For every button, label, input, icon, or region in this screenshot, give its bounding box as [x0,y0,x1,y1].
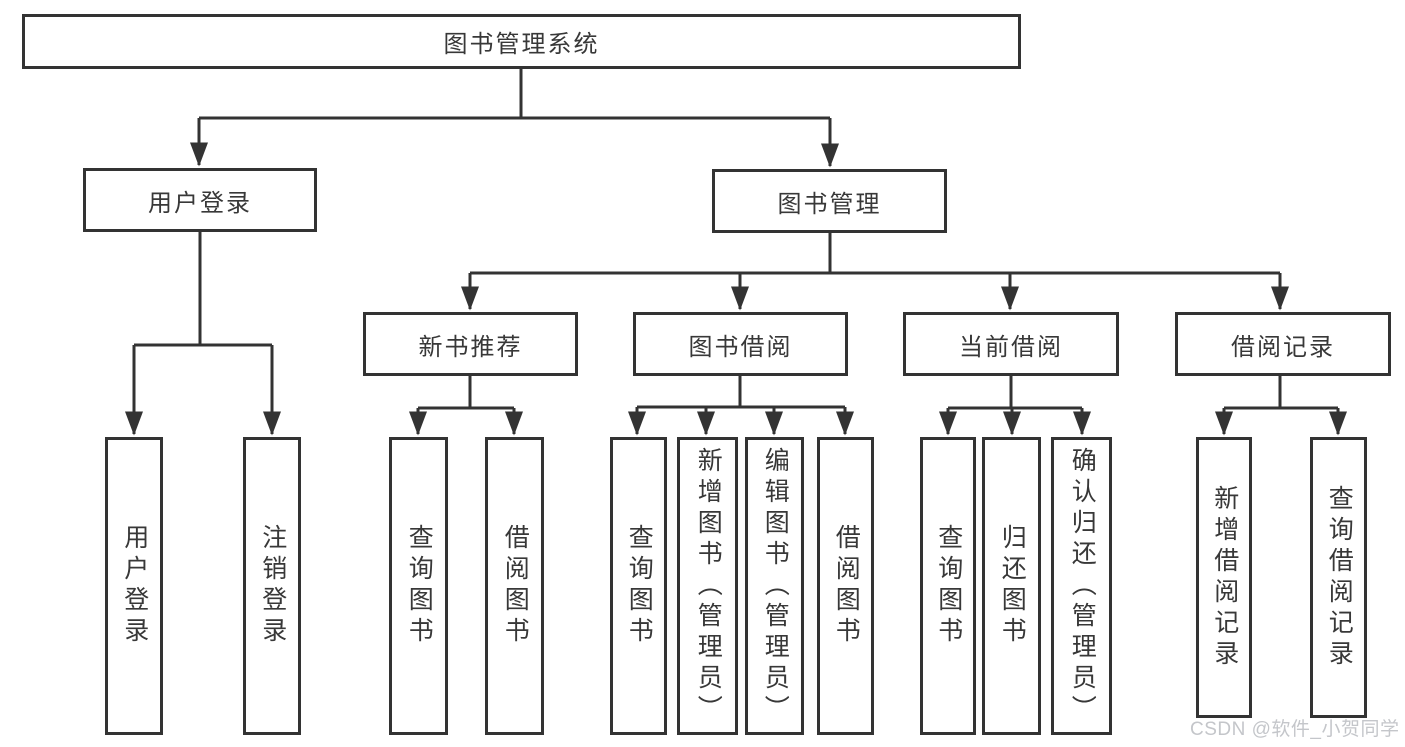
leaf-logout-label: 注销登录 [258,524,287,648]
node-new-book-recommend-label: 新书推荐 [418,333,523,361]
node-current-borrow: 当前借阅 [903,312,1119,376]
csdn-watermark: CSDN @软件_小贺同学 [1190,719,1400,740]
node-root-label: 图书管理系统 [443,31,600,58]
node-current-borrow-label: 当前借阅 [959,333,1063,361]
leaf-borrow-books: 借阅图书 [817,437,874,735]
leaf-return-books-label: 归还图书 [998,524,1027,648]
leaf-confirm-return-admin-label: 确认归还（管理员） [1068,446,1097,726]
leaf-edit-books-admin: 编辑图书（管理员） [745,437,804,735]
node-new-book-recommend: 新书推荐 [363,312,578,376]
leaf-user-login: 用户登录 [105,437,163,735]
leaf-borrow-books-recommend-label: 借阅图书 [501,524,530,648]
node-book-management: 图书管理 [712,169,947,233]
node-root: 图书管理系统 [22,14,1021,69]
leaf-edit-books-admin-label: 编辑图书（管理员） [761,446,790,726]
leaf-logout: 注销登录 [243,437,301,735]
leaf-query-books-borrow: 查询图书 [610,437,667,735]
leaf-query-books-current: 查询图书 [920,437,976,735]
leaf-query-books-recommend-label: 查询图书 [405,524,434,648]
leaf-borrow-books-recommend: 借阅图书 [485,437,544,735]
leaf-add-borrow-record-label: 新增借阅记录 [1210,484,1239,671]
leaf-query-books-current-label: 查询图书 [934,524,963,648]
node-borrow-records: 借阅记录 [1175,312,1391,376]
leaf-query-borrow-record: 查询借阅记录 [1310,437,1367,718]
leaf-confirm-return-admin: 确认归还（管理员） [1051,437,1112,735]
leaf-borrow-books-label: 借阅图书 [832,524,861,648]
leaf-add-borrow-record: 新增借阅记录 [1196,437,1252,718]
node-user-login: 用户登录 [83,168,317,232]
node-book-management-label: 图书管理 [777,190,882,218]
leaf-user-login-label: 用户登录 [120,524,149,648]
node-user-login-label: 用户登录 [148,189,252,217]
leaf-add-books-admin-label: 新增图书（管理员） [694,446,723,726]
leaf-return-books: 归还图书 [982,437,1041,735]
node-book-borrow: 图书借阅 [633,312,848,376]
leaf-query-books-recommend: 查询图书 [389,437,448,735]
leaf-query-books-borrow-label: 查询图书 [625,524,654,648]
node-book-borrow-label: 图书借阅 [688,333,793,361]
leaf-query-borrow-record-label: 查询借阅记录 [1325,484,1354,671]
node-borrow-records-label: 借阅记录 [1231,333,1335,361]
leaf-add-books-admin: 新增图书（管理员） [677,437,738,735]
connector-elbows [134,69,1338,410]
